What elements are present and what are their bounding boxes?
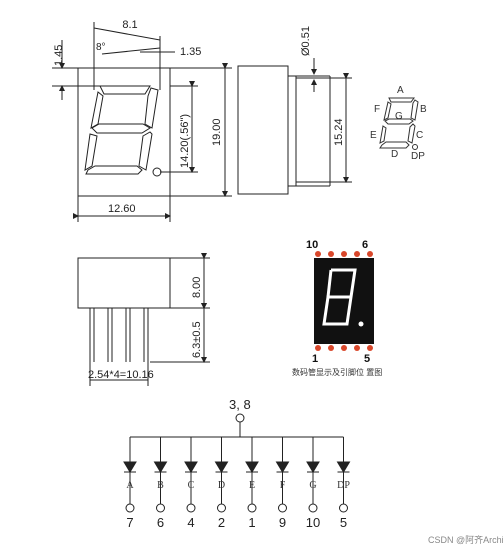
dim-top-offset: 1.45 — [53, 45, 65, 66]
segment-label-dp: DP — [337, 480, 350, 491]
seg-b — [410, 99, 419, 121]
front-digit-outline — [84, 85, 162, 177]
diode-dp — [336, 461, 351, 473]
bottom-pin-dots — [315, 345, 373, 351]
pin-node-d — [217, 503, 226, 513]
seg-label-d: D — [391, 149, 398, 160]
seg-f — [383, 101, 392, 121]
front-body-outline — [77, 67, 171, 197]
pin-node-g — [308, 503, 318, 513]
dim-pin-pitch: 2.54*4=10.16 — [88, 369, 154, 381]
pin-label-e: 1 — [248, 515, 255, 530]
side-body-outline — [237, 65, 289, 195]
watermark: CSDN @阿齐Archie — [428, 534, 503, 545]
segment-label-a: A — [126, 480, 134, 491]
seg-label-dp: DP — [411, 151, 425, 162]
pin-label-g: 10 — [306, 515, 320, 530]
dim-slant-angle: 8° — [96, 42, 106, 53]
pin-node-f — [278, 503, 287, 513]
pinout-display — [314, 251, 374, 351]
front-view — [52, 22, 232, 222]
dim-body-width: 12.60 — [108, 203, 136, 215]
dim-pin-row-spacing: 15.24 — [333, 118, 345, 146]
pin-label-d: 2 — [218, 515, 225, 530]
seg-label-e: E — [370, 130, 377, 141]
pin-node-c — [186, 503, 196, 513]
side-pin-strip — [287, 75, 297, 187]
pin-label-f: 9 — [279, 515, 286, 530]
display-body — [314, 258, 374, 344]
pin-number-bottom-left: 1 — [312, 353, 318, 365]
seg-label-f: F — [374, 104, 380, 115]
seg-label-b: B — [420, 104, 427, 115]
diode-f — [275, 461, 290, 473]
diode-e — [245, 461, 259, 473]
pin-node-a — [125, 503, 135, 513]
segment-label-f: F — [280, 480, 286, 491]
pin-number-bottom-right: 5 — [364, 353, 370, 365]
seg-g — [384, 118, 414, 125]
front-dp-circle — [152, 167, 162, 177]
pin-node-b — [156, 503, 165, 513]
dim-segment-width: 1.35 — [180, 46, 201, 58]
pin-number-top-right: 6 — [362, 239, 368, 251]
segment-label-e: E — [249, 480, 255, 491]
common-pin-label: 3, 8 — [229, 397, 251, 412]
diode-d — [214, 461, 229, 473]
display-dp — [358, 321, 364, 327]
side-view — [237, 58, 352, 195]
bottom-body-outline — [77, 257, 171, 309]
dim-pin-length: 6.3±0.5 — [191, 321, 203, 358]
dim-width-total: 8.1 — [122, 19, 137, 31]
diode-b — [153, 461, 168, 473]
pin-node-e — [247, 503, 257, 513]
schematic — [123, 413, 351, 513]
segment-label-c: C — [188, 480, 195, 491]
seg-a — [388, 97, 415, 103]
dim-body-height: 19.00 — [211, 118, 223, 146]
seg-d — [379, 141, 410, 149]
seg-e — [379, 125, 387, 144]
dim-digit-height: 14.20(.56") — [179, 114, 191, 168]
dim-pin-diameter: Ø0.51 — [300, 26, 312, 56]
segment-label-g: G — [309, 480, 316, 491]
pin-number-top-left: 10 — [306, 239, 318, 251]
pinout-caption: 数码管显示及引脚位 置图 — [292, 367, 382, 377]
seg-c — [407, 123, 416, 144]
segment-map — [379, 97, 419, 150]
common-node — [235, 413, 245, 423]
pin-label-a: 7 — [126, 515, 133, 530]
top-pin-dots — [315, 251, 373, 257]
segment-label-b: B — [157, 480, 164, 491]
seg-label-c: C — [416, 130, 423, 141]
dim-body-depth: 8.00 — [191, 277, 203, 298]
pin-label-c: 4 — [187, 515, 194, 530]
bottom-view — [77, 253, 210, 386]
pin-label-b: 6 — [157, 515, 164, 530]
pin-node-dp — [339, 503, 348, 513]
segment-label-d: D — [218, 480, 225, 491]
seg-label-g: G — [395, 111, 403, 122]
seg-dp — [412, 144, 418, 150]
diode-a — [123, 461, 137, 473]
seg-label-a: A — [397, 85, 404, 96]
pin-label-dp: 5 — [340, 515, 347, 530]
diode-c — [184, 461, 198, 473]
diode-g — [306, 461, 320, 473]
display-digit — [322, 268, 357, 326]
